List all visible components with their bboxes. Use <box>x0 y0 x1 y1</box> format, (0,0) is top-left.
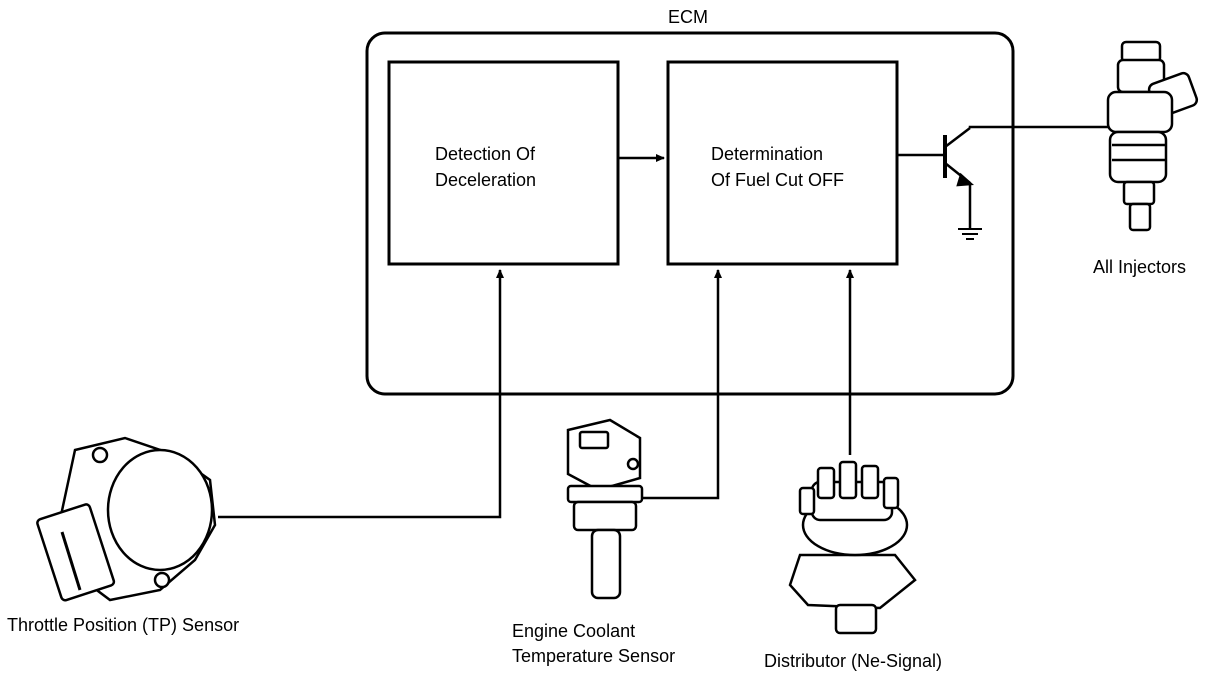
throttle-position-sensor-icon <box>36 436 217 602</box>
tp-sensor-wire <box>218 269 504 519</box>
ground-icon <box>958 228 982 240</box>
coolant-sensor-wire <box>638 269 722 500</box>
ecm-title: ECM <box>668 7 708 27</box>
coolant-temperature-sensor-icon <box>566 418 644 600</box>
fuel-injector-icon <box>1106 40 1199 232</box>
tp-sensor-label: Throttle Position (TP) Sensor <box>7 615 240 635</box>
distributor-icon <box>788 460 917 635</box>
determination-block-line2: Of Fuel Cut OFF <box>711 170 845 190</box>
detection-block <box>387 60 620 266</box>
injector-wire <box>968 125 1116 129</box>
injectors-label: All Injectors <box>1093 257 1187 277</box>
determination-block-line1: Determination <box>711 144 824 164</box>
distributor-label: Distributor (Ne-Signal) <box>764 651 943 671</box>
ecm-box <box>365 31 1015 396</box>
detection-block-line1: Detection Of <box>435 144 536 164</box>
coolant-sensor-label-line2: Temperature Sensor <box>512 646 676 666</box>
detection-block-line2: Deceleration <box>435 170 537 190</box>
determination-block <box>666 60 899 266</box>
transistor-icon <box>897 127 975 228</box>
coolant-sensor-label-line1: Engine Coolant <box>512 621 636 641</box>
